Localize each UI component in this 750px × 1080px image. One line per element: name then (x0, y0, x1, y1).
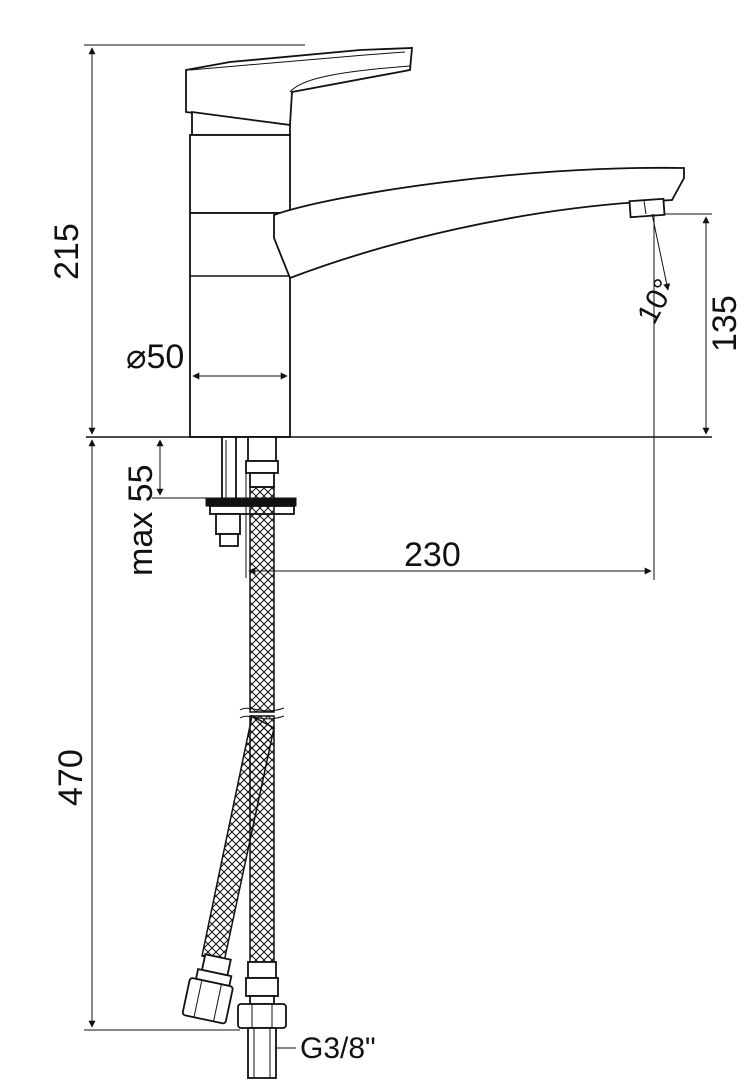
faucet-body (185, 47, 685, 438)
body-cylinder-lower (189, 212, 291, 438)
dim-max-thickness: max 55 (122, 465, 160, 577)
dim-body-diameter: ⌀50 (126, 338, 184, 376)
spout (273, 166, 685, 280)
lever-handle (185, 47, 413, 127)
dim-spout-angle: 10° (631, 274, 681, 330)
aerator (628, 197, 666, 219)
dim-total-height: 215 (48, 223, 86, 280)
supply-hoses (181, 436, 287, 1079)
dimension-lines (84, 44, 712, 1049)
dim-hose-length: 470 (52, 749, 90, 806)
mounting-assembly (86, 436, 712, 547)
dim-spout-reach: 230 (404, 536, 461, 574)
hose-straight-upper (249, 486, 275, 713)
dim-connection-thread: G3/8" (300, 1032, 376, 1065)
dim-spout-height: 135 (706, 295, 744, 352)
body-cylinder-upper (189, 134, 291, 214)
